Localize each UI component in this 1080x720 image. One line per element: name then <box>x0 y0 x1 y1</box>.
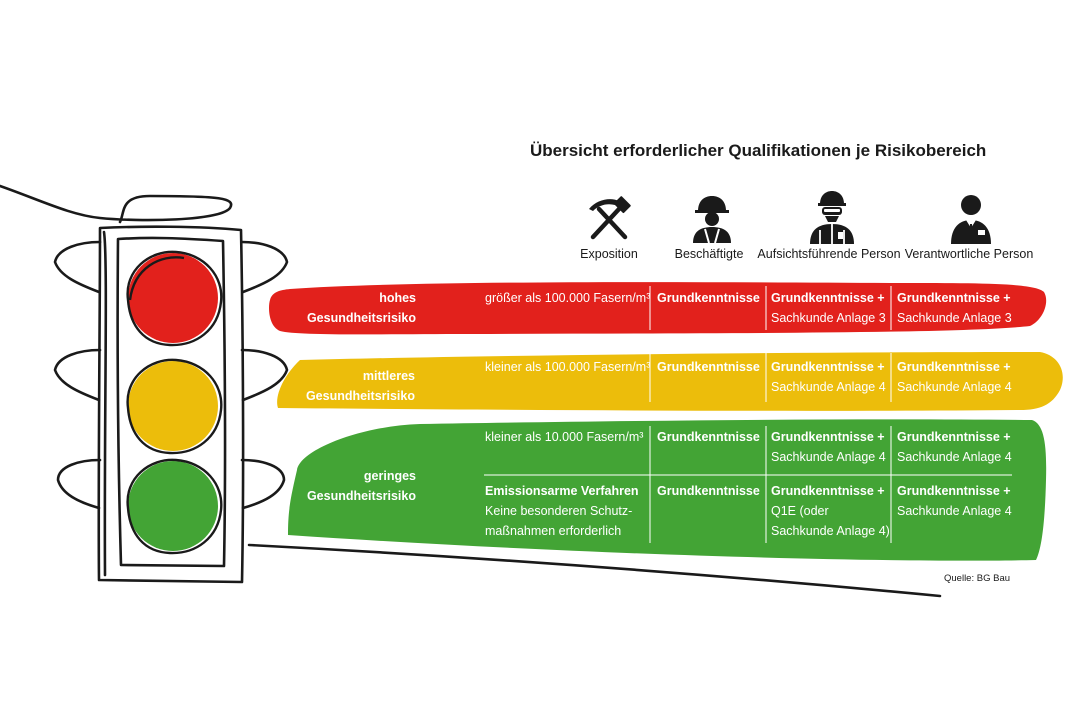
lamps <box>128 253 218 551</box>
red-lamp <box>128 253 218 343</box>
employees-cell: Grundkenntnisse <box>657 484 760 498</box>
hammer-pick-icon <box>589 196 631 240</box>
responsible-cell: Grundkenntnisse + Sachkunde Anlage 4 <box>897 427 1012 467</box>
cell-line: Grundkenntnisse + <box>771 430 885 444</box>
column-label-responsible: Verantwortliche Person <box>904 247 1034 261</box>
risk-label-line: Gesundheitsrisiko <box>306 311 416 325</box>
band-high-risk <box>269 282 1047 335</box>
cell-line: Grundkenntnisse + <box>771 360 885 374</box>
risk-label-line: Gesundheitsrisiko <box>306 489 416 503</box>
cell-line: Emissionsarme Verfahren <box>485 484 639 498</box>
cell-line: Sachkunde Anlage 4 <box>897 380 1012 394</box>
supervisor-cell: Grundkenntnisse + Sachkunde Anlage 4 <box>771 357 886 397</box>
supervisor-cell: Grundkenntnisse + Sachkunde Anlage 3 <box>771 288 886 328</box>
source-note: Quelle: BG Bau <box>944 573 1011 584</box>
column-label-exposure: Exposition <box>580 247 638 261</box>
construction-worker-icon <box>693 196 731 243</box>
risk-label-line: geringes <box>363 469 416 483</box>
cell-line: Sachkunde Anlage 3 <box>897 311 1012 325</box>
cell-line: Sachkunde Anlage 4 <box>771 450 886 464</box>
cell-line: Grundkenntnisse + <box>897 430 1011 444</box>
employees-cell: Grundkenntnisse <box>657 360 760 374</box>
supervisor-cell: Grundkenntnisse + Sachkunde Anlage 4 <box>771 427 886 467</box>
exposure-cell: kleiner als 100.000 Fasern/m³ <box>485 360 651 374</box>
column-label-supervisor: Aufsichtsführende Person <box>757 247 901 261</box>
risk-label-medium: mittleres Gesundheitsrisiko <box>306 366 415 406</box>
exposure-cell: größer als 100.000 Fasern/m³ <box>485 291 651 305</box>
risk-label-line: hohes <box>379 291 416 305</box>
cell-line: Grundkenntnisse + <box>897 484 1011 498</box>
cell-line: Sachkunde Anlage 4 <box>897 504 1012 518</box>
risk-label-line: mittleres <box>362 369 415 383</box>
cell-line: Grundkenntnisse + <box>897 360 1011 374</box>
exposure-cell: Emissionsarme Verfahren Keine besonderen… <box>485 481 639 541</box>
risk-label-high: hohes Gesundheitsrisiko <box>307 288 416 328</box>
column-label-employees: Beschäftigte <box>674 247 744 261</box>
responsible-cell: Grundkenntnisse + Sachkunde Anlage 4 <box>897 357 1012 397</box>
cell-line: Keine besonderen Schutz- <box>485 504 633 518</box>
cell-line: Grundkenntnisse + <box>771 484 885 498</box>
table-grid <box>484 286 1012 543</box>
supervisor-cell: Grundkenntnisse + Q1E (oder Sachkunde An… <box>771 481 890 541</box>
employees-cell: Grundkenntnisse <box>657 291 760 305</box>
lamp-outlines <box>126 250 223 555</box>
cell-line: Sachkunde Anlage 4 <box>771 380 886 394</box>
cell-line: Sachkunde Anlage 4) <box>771 524 890 538</box>
employees-cell: Grundkenntnisse <box>657 430 760 444</box>
protective-suit-worker-icon <box>810 191 854 244</box>
band-low-risk <box>288 419 1047 561</box>
businessman-icon <box>951 195 991 244</box>
chart-title: Übersicht erforderlicher Qualifikationen… <box>530 141 987 160</box>
cell-line: Grundkenntnisse + <box>771 291 885 305</box>
band-medium-risk <box>277 352 1063 411</box>
yellow-lamp <box>128 361 218 451</box>
power-cable <box>0 184 233 224</box>
cell-line: Sachkunde Anlage 4 <box>897 450 1012 464</box>
responsible-cell: Grundkenntnisse + Sachkunde Anlage 3 <box>897 288 1012 328</box>
responsible-cell: Grundkenntnisse + Sachkunde Anlage 4 <box>897 481 1012 521</box>
cell-line: Sachkunde Anlage 3 <box>771 311 886 325</box>
risk-label-line: Gesundheitsrisiko <box>305 389 415 403</box>
cell-line: Q1E (oder <box>771 504 829 518</box>
green-lamp <box>128 461 218 551</box>
cell-line: maßnahmen erforderlich <box>485 524 622 538</box>
cell-line: Grundkenntnisse + <box>897 291 1011 305</box>
traffic-light-sketch <box>0 184 942 598</box>
exposure-cell: kleiner als 10.000 Fasern/m³ <box>485 430 644 444</box>
risk-label-low: geringes Gesundheitsrisiko <box>307 466 416 506</box>
